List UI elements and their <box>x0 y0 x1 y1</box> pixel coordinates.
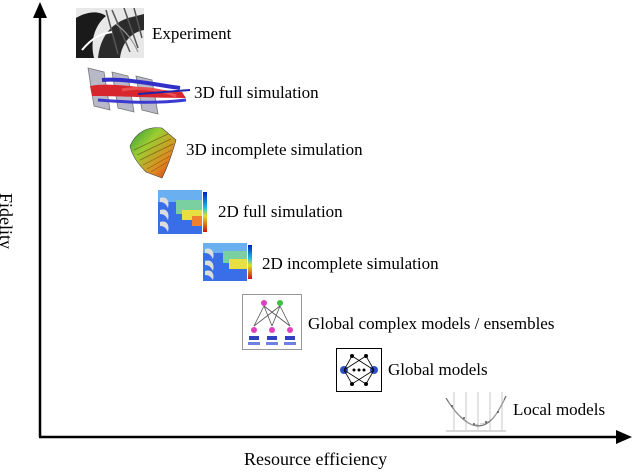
level-label-experiment: Experiment <box>152 24 232 43</box>
2d-incomplete-simulation-icon <box>203 243 252 281</box>
y-axis-arrowhead <box>33 2 47 18</box>
experiment-photo-icon <box>76 8 144 58</box>
level-label-2d-incomplete: 2D incomplete simulation <box>262 254 439 273</box>
neural-network-icon <box>336 348 382 392</box>
3d-full-simulation-icon <box>87 67 191 115</box>
level-label-2d-full: 2D full simulation <box>218 202 343 221</box>
level-label-global-models: Global models <box>388 360 488 379</box>
level-label-ensembles: Global complex models / ensembles <box>308 314 555 333</box>
3d-incomplete-simulation-icon <box>129 127 177 179</box>
level-label-3d-full: 3D full simulation <box>194 83 319 102</box>
2d-full-simulation-icon <box>158 190 207 234</box>
level-label-3d-incomplete: 3D incomplete simulation <box>186 140 363 159</box>
level-label-local-models: Local models <box>513 400 606 419</box>
local-regression-icon <box>445 392 507 432</box>
y-axis-title: Fidelity <box>0 192 17 250</box>
ensemble-network-icon <box>242 294 302 350</box>
x-axis-arrowhead <box>616 430 632 444</box>
x-axis-title: Resource efficiency <box>244 449 388 469</box>
